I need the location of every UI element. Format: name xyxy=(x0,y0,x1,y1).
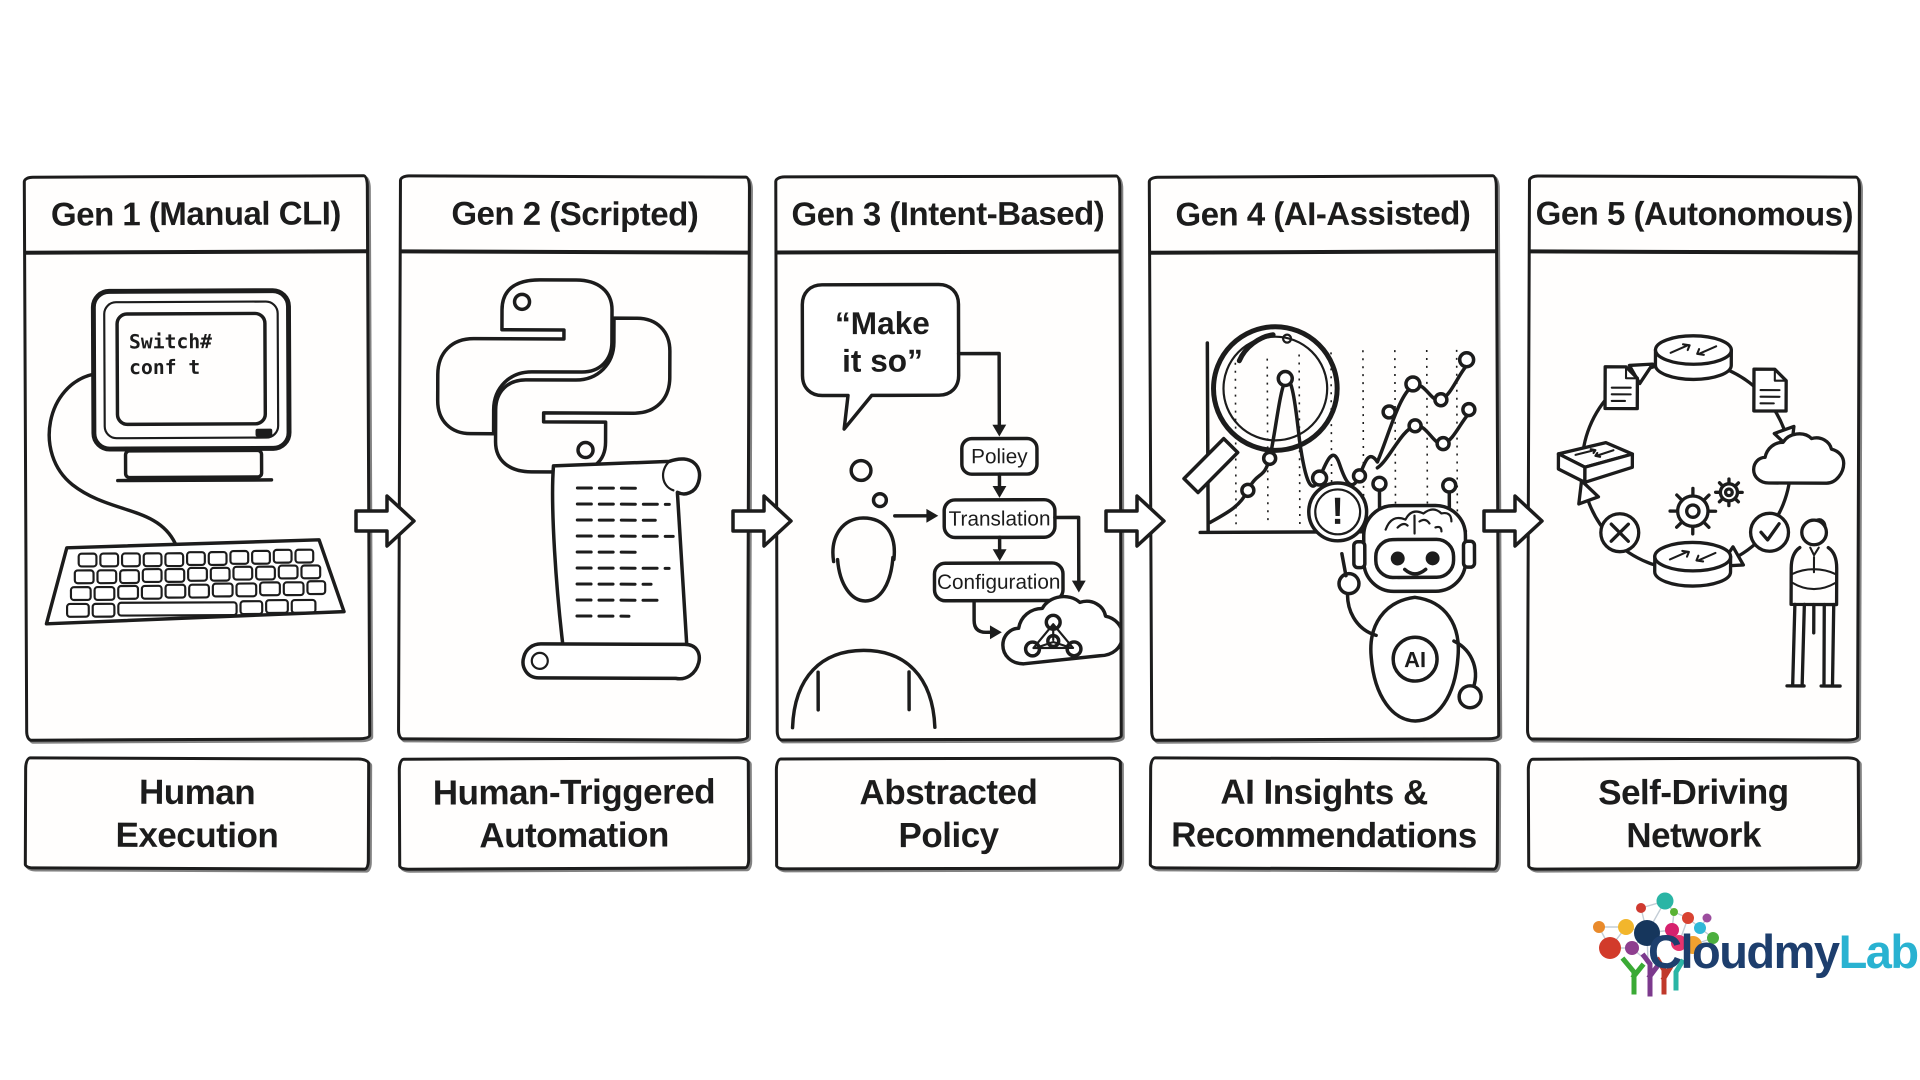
caption-gen3-line1: Abstracted xyxy=(859,772,1038,812)
chart-markers xyxy=(1240,351,1477,499)
panel-gen5-art xyxy=(1529,253,1858,738)
screen-line-1: Switch# xyxy=(129,330,212,353)
logo-dots xyxy=(1593,892,1719,959)
magnifier-icon xyxy=(1182,324,1340,495)
flow-policy-label: Poliey xyxy=(971,445,1028,468)
speech-line-1: “Make xyxy=(835,305,930,341)
logo-text-secondary: Lab xyxy=(1838,925,1920,978)
caption-gen5-line1: Self-Driving xyxy=(1598,772,1789,812)
panel-gen4-header: Gen 4 (AI-Assisted) xyxy=(1148,177,1498,255)
caption-gen1-line2: Execution xyxy=(115,815,279,855)
panel-gen2: Gen 2 (Scripted) xyxy=(397,174,751,742)
ai-assisted-illustration: ! AI xyxy=(1182,324,1483,723)
arrow-gen2-gen3-icon xyxy=(731,494,793,548)
gears-icon xyxy=(1668,477,1744,536)
panel-gen2-title: Gen 2 (Scripted) xyxy=(451,194,699,233)
panel-gen2-header: Gen 2 (Scripted) xyxy=(399,177,750,255)
panel-gen3-header: Gen 3 (Intent-Based) xyxy=(775,177,1121,255)
switch-icon xyxy=(1556,440,1635,485)
panel-gen3-title: Gen 3 (Intent-Based) xyxy=(791,194,1105,233)
x-icon xyxy=(1599,512,1641,554)
panel-gen5-header: Gen 5 (Autonomous) xyxy=(1528,177,1860,255)
caption-gen3: Abstracted Policy xyxy=(774,756,1123,871)
logo-network-tree-icon xyxy=(1593,892,1719,997)
arrow-gen4-gen5-icon xyxy=(1482,494,1544,548)
caption-gen3-line2: Policy xyxy=(898,815,999,855)
caption-gen4-line1: AI Insights & xyxy=(1220,772,1428,812)
cloudmylab-logo: CloudmyLab xyxy=(1588,892,1919,1002)
router-icon-top xyxy=(1653,334,1733,382)
panel-gen5: Gen 5 (Autonomous) xyxy=(1526,174,1861,742)
flow-connector-bubble-policy xyxy=(956,351,1007,437)
panel-gen1: Gen 1 (Manual CLI) Switch# conf t xyxy=(22,174,372,742)
line-chart-icon xyxy=(1198,341,1477,535)
panel-gen3-art: “Make it so” Poliey xyxy=(777,254,1120,739)
document-icon-right xyxy=(1752,367,1788,413)
router-icon-bottom xyxy=(1653,540,1733,588)
caption-gen5: Self-Driving Network xyxy=(1526,756,1861,871)
scripted-illustration xyxy=(435,278,702,681)
engineer-icon xyxy=(1785,518,1842,688)
panel-gen4-art: ! AI xyxy=(1151,253,1497,738)
flow-node-configuration: Configuration xyxy=(932,561,1065,603)
python-icon xyxy=(435,278,672,474)
caption-gen4: AI Insights & Recommendations xyxy=(1148,756,1500,871)
panel-gen3: Gen 3 (Intent-Based) “Make it so” xyxy=(774,174,1123,742)
document-icon-left xyxy=(1603,365,1640,411)
caption-gen2-line2: Automation xyxy=(479,815,669,855)
cloud-network-icon xyxy=(1001,594,1120,666)
flow-arrow-person xyxy=(893,508,939,523)
speech-bubble-icon: “Make it so” xyxy=(800,282,961,431)
flow-node-policy: Poliey xyxy=(960,436,1039,476)
logo-text-primary: Cloudmy xyxy=(1648,925,1840,978)
logo-branches xyxy=(1620,952,1686,997)
keyboard-icon xyxy=(44,538,346,626)
panel-gen1-title: Gen 1 (Manual CLI) xyxy=(50,194,341,233)
caption-gen2: Human-Triggered Automation xyxy=(397,756,751,871)
intent-based-illustration: “Make it so” Poliey xyxy=(790,282,1120,730)
panel-gen1-header: Gen 1 (Manual CLI) xyxy=(23,177,369,255)
ai-badge: AI xyxy=(1404,647,1426,672)
cloud-icon xyxy=(1751,432,1846,485)
brain-icon xyxy=(1384,508,1453,535)
caption-gen5-line2: Network xyxy=(1626,815,1761,855)
flow-connector-config-cloud xyxy=(972,598,1002,640)
script-scroll-icon xyxy=(521,457,702,681)
person-icon xyxy=(790,516,937,730)
panel-gen1-art: Switch# conf t xyxy=(26,253,368,738)
flow-translation-label: Translation xyxy=(949,507,1051,530)
caption-gen2-line1: Human-Triggered xyxy=(432,771,716,813)
check-icon xyxy=(1748,511,1791,553)
crt-monitor-icon: Switch# conf t xyxy=(90,288,292,483)
robot-icon: AI xyxy=(1337,475,1483,723)
caption-gen1: Human Execution xyxy=(23,756,371,871)
flow-arrowhead-1 xyxy=(992,485,1007,498)
panel-gen4: Gen 4 (AI-Assisted) xyxy=(1147,174,1501,742)
speech-line-2: it so” xyxy=(842,343,923,379)
autonomous-illustration xyxy=(1556,334,1846,688)
panel-gen2-art xyxy=(400,253,748,738)
caption-gen1-line1: Human xyxy=(138,772,256,812)
logo-wordmark: CloudmyLab xyxy=(1648,924,1920,979)
flow-configuration-label: Configuration xyxy=(937,571,1060,594)
alert-icon: ! xyxy=(1307,481,1386,543)
panel-gen4-title: Gen 4 (AI-Assisted) xyxy=(1175,194,1471,233)
flow-arrowhead-2 xyxy=(992,549,1007,562)
caption-gen4-line2: Recommendations xyxy=(1171,814,1477,856)
arrow-gen3-gen4-icon xyxy=(1104,494,1166,548)
manual-cli-illustration: Switch# conf t xyxy=(44,288,346,626)
flow-connector-translation-cloud xyxy=(1053,515,1086,593)
screen-line-2: conf t xyxy=(129,356,200,379)
thought-dots xyxy=(849,458,889,509)
flow-node-translation: Translation xyxy=(942,497,1057,540)
alert-glyph: ! xyxy=(1331,491,1344,533)
panel-gen5-title: Gen 5 (Autonomous) xyxy=(1535,194,1854,233)
arrow-gen1-gen2-icon xyxy=(354,494,416,548)
cable xyxy=(47,372,177,546)
